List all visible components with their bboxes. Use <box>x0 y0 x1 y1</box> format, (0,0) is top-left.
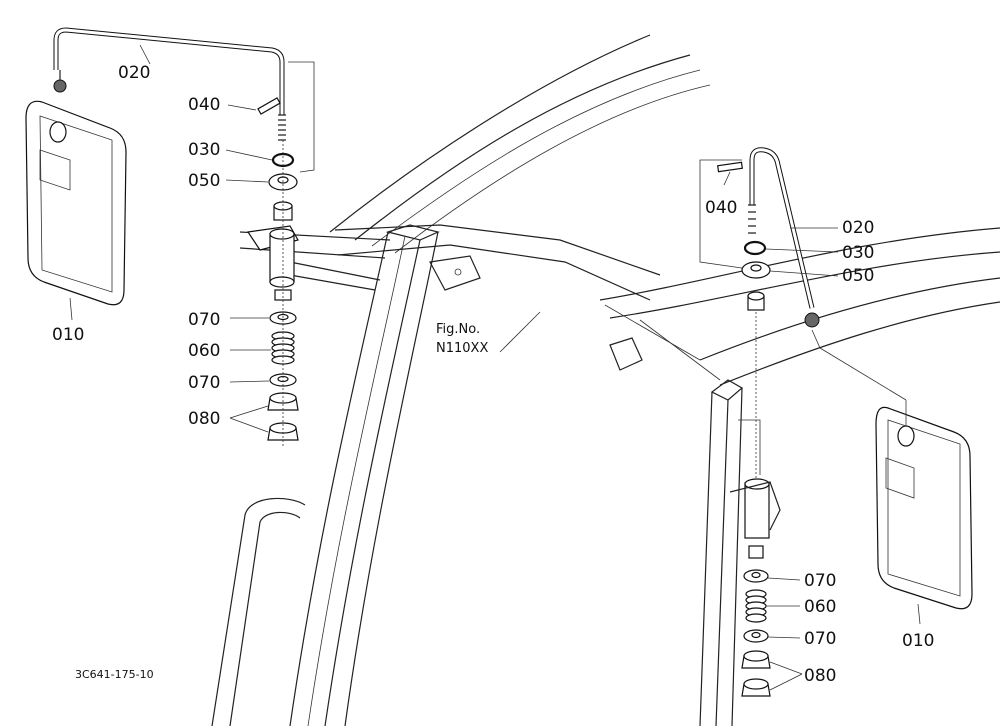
left-spring-060 <box>230 331 295 365</box>
right-mirror-010 <box>811 329 973 625</box>
right-rod-020 <box>749 147 815 309</box>
left-mount-tube <box>246 225 299 288</box>
right-nuts-080 <box>741 650 803 697</box>
right-label-070b: 070 <box>804 629 836 649</box>
left-pin-040 <box>227 97 281 115</box>
right-label-030: 030 <box>842 243 874 263</box>
canopy-frame <box>211 34 1000 726</box>
left-washer-070b <box>229 373 297 387</box>
right-label-080: 080 <box>804 666 836 686</box>
left-rod-020 <box>53 27 285 115</box>
right-washer-070a <box>743 569 801 583</box>
left-label-070b: 070 <box>188 373 220 393</box>
left-label-040: 040 <box>188 95 220 115</box>
left-label-070a: 070 <box>188 310 220 330</box>
right-label-020: 020 <box>842 218 874 238</box>
left-washer-050 <box>225 173 298 191</box>
left-label-020: 020 <box>118 63 150 83</box>
drawing-reference: 3C641-175-10 <box>75 668 154 681</box>
right-oring-030 <box>743 240 767 256</box>
left-washer-070a <box>230 311 297 325</box>
left-nuts-080 <box>229 392 299 441</box>
right-pin-040 <box>717 161 743 186</box>
right-washer-070b <box>743 629 801 643</box>
left-label-080: 080 <box>188 409 220 429</box>
right-label-050: 050 <box>842 266 874 286</box>
left-label-010: 010 <box>52 325 84 345</box>
right-label-060: 060 <box>804 597 836 617</box>
left-label-030: 030 <box>188 140 220 160</box>
right-label-070a: 070 <box>804 571 836 591</box>
left-mirror-010 <box>25 70 127 321</box>
right-washer-050 <box>741 261 839 279</box>
fig-no-value: N110XX <box>436 341 488 356</box>
callout-labels: 020 040 030 050 010 070 060 070 080 Fig.… <box>52 63 934 686</box>
right-label-010: 010 <box>902 631 934 651</box>
right-label-040: 040 <box>705 198 737 218</box>
left-label-050: 050 <box>188 171 220 191</box>
right-assembly <box>699 147 973 697</box>
right-spring-060 <box>745 589 800 623</box>
fig-no-label: Fig.No. <box>436 322 480 337</box>
left-label-060: 060 <box>188 341 220 361</box>
left-assembly <box>25 27 315 448</box>
